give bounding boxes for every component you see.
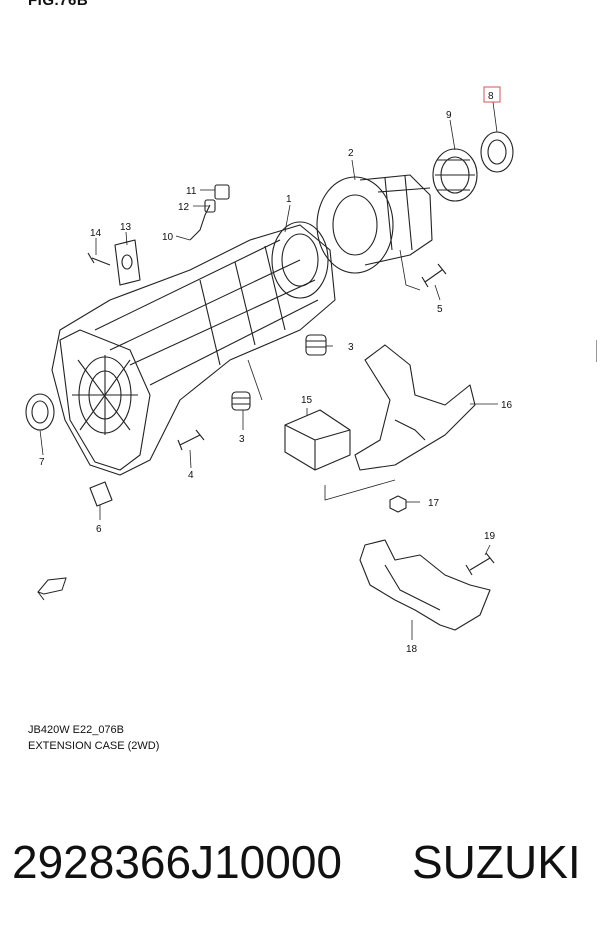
plug-parts[interactable] bbox=[231, 334, 327, 411]
part-number: 2928366J10000 bbox=[12, 836, 342, 888]
callout-label: 18 bbox=[406, 644, 418, 655]
highlight-box bbox=[483, 86, 501, 103]
callout-label: 13 bbox=[120, 222, 132, 233]
callout-label: 5 bbox=[437, 304, 443, 315]
callout-label: 19 bbox=[484, 531, 496, 542]
edge-marker bbox=[596, 340, 600, 362]
dowel-pin-part[interactable] bbox=[89, 481, 113, 507]
callout-label: 14 bbox=[90, 228, 102, 239]
oil-seal-part[interactable] bbox=[480, 131, 514, 173]
figure-title: FIG.76B bbox=[28, 0, 89, 9]
module-bracket-part[interactable] bbox=[354, 344, 476, 471]
figure-name: EXTENSION CASE (2WD) bbox=[28, 740, 160, 752]
callout-labels: 1 2 3 3 4 5 6 7 8 9 10 11 12 13 14 15 16… bbox=[39, 86, 513, 655]
parts-diagram: FIG.76B bbox=[25, 0, 600, 752]
callout-label: 3 bbox=[348, 342, 354, 353]
extension-case-part[interactable] bbox=[51, 221, 336, 476]
callout-label: 11 bbox=[186, 186, 197, 197]
callout-label: 17 bbox=[428, 498, 440, 509]
callout-label: 15 bbox=[301, 395, 313, 406]
callout-label: 9 bbox=[446, 110, 452, 121]
brand-name: SUZUKI bbox=[412, 836, 581, 888]
callout-label: 7 bbox=[39, 457, 45, 468]
callout-label: 3 bbox=[239, 434, 245, 445]
oil-seal-front-part[interactable] bbox=[25, 393, 55, 431]
bracket-part[interactable] bbox=[114, 239, 141, 286]
callout-label: 4 bbox=[188, 470, 194, 481]
lower-bracket-part[interactable] bbox=[359, 539, 491, 631]
needle-bearing-part[interactable] bbox=[432, 148, 478, 202]
callout-label-highlighted[interactable]: 8 bbox=[488, 91, 494, 102]
leader-lines bbox=[39, 101, 498, 640]
callout-label: 10 bbox=[162, 232, 174, 243]
exploded-view: 1 2 3 3 4 5 6 7 8 9 10 11 12 13 14 15 16… bbox=[25, 86, 514, 655]
callout-label: 16 bbox=[501, 400, 513, 411]
nut-part[interactable] bbox=[389, 495, 407, 513]
callout-label: 6 bbox=[96, 524, 102, 535]
callout-label: 1 bbox=[286, 194, 292, 205]
footer-banner: 2928366J10000 SUZUKI bbox=[0, 775, 600, 932]
adapter-housing-part[interactable] bbox=[316, 174, 433, 274]
callout-label: 2 bbox=[348, 148, 354, 159]
bolt-parts[interactable] bbox=[87, 252, 495, 576]
fwd-arrow-icon bbox=[37, 577, 67, 601]
figure-code: JB420W E22_076B bbox=[28, 724, 125, 736]
control-module-part[interactable] bbox=[284, 409, 351, 471]
breather-parts[interactable] bbox=[189, 184, 230, 241]
callout-label: 12 bbox=[178, 202, 190, 213]
